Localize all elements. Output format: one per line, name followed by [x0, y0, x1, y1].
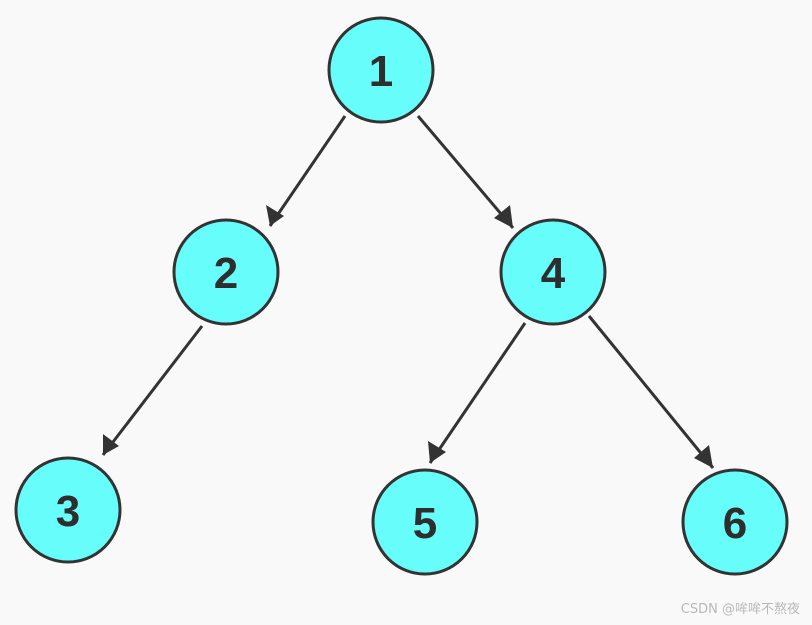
node-2-circle: [172, 218, 280, 326]
node-3-circle: [14, 456, 122, 564]
node-2: 2: [172, 218, 280, 326]
node-5-circle: [371, 468, 479, 576]
node-6: 6: [681, 468, 789, 576]
edge-4-6: [587, 315, 715, 469]
node-6-circle: [681, 468, 789, 576]
node-5: 5: [371, 468, 479, 576]
node-4-circle: [499, 218, 607, 326]
edge-2-3: [101, 325, 204, 456]
node-5-label: 5: [413, 499, 437, 548]
edge-4-6-arrowhead: [694, 445, 713, 468]
watermark-text: CSDN @哞哞不熬夜: [680, 602, 800, 617]
edges: [101, 115, 715, 469]
node-1: 1: [327, 16, 435, 124]
edge-1-2-arrowhead: [266, 205, 284, 226]
node-1-label: 1: [369, 47, 393, 96]
edge-1-2: [268, 115, 347, 227]
node-6-label: 6: [723, 499, 747, 548]
node-4-label: 4: [541, 249, 566, 298]
node-3-label: 3: [56, 487, 80, 536]
edge-2-3-arrowhead: [103, 434, 119, 455]
node-3: 3: [14, 456, 122, 564]
edge-1-4: [416, 115, 515, 229]
node-4: 4: [499, 218, 607, 326]
edge-4-5: [428, 322, 527, 464]
edge-1-4-arrowhead: [494, 205, 513, 228]
node-2-label: 2: [214, 249, 238, 298]
node-1-circle: [327, 16, 435, 124]
edge-4-5-arrowhead: [428, 441, 446, 463]
